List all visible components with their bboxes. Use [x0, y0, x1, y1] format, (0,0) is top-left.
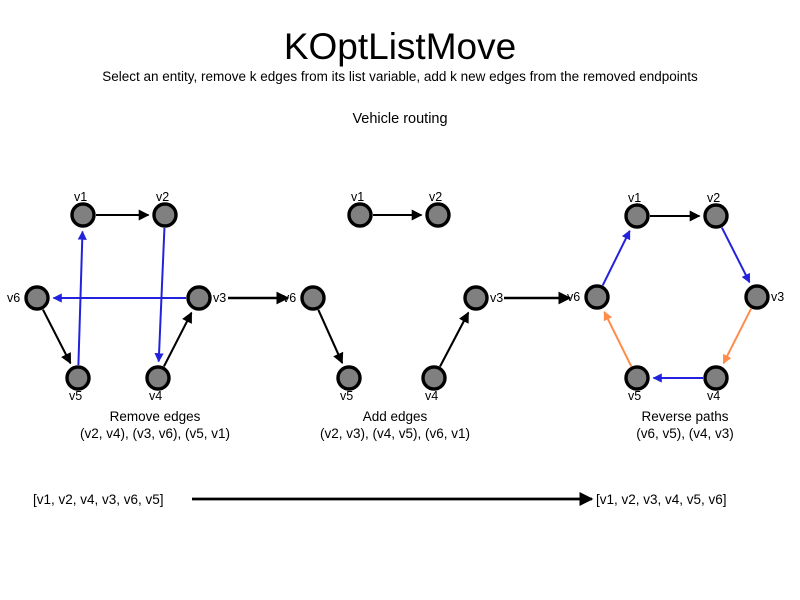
caption-panel-reverse: Reverse paths (v6, v5), (v4, v3)	[565, 408, 800, 442]
graph-node-label-v4: v4	[149, 389, 162, 403]
graph-node-label-v5: v5	[628, 389, 641, 403]
graph-node-label-v5: v5	[340, 389, 353, 403]
list-before-label: [v1, v2, v4, v3, v6, v5]	[33, 492, 164, 507]
edge-v6-v5	[41, 309, 72, 365]
graph-node-label-v2: v2	[707, 191, 720, 205]
panel-nodes-panel-add: v1 v2 v3 v4 v5 v6	[283, 190, 503, 403]
nodes-layer: v1 v2 v3 v4 v5 v6 v1 v2 v3 v4 v5 v6 v1 v2 v3 v4 v5 v6	[7, 190, 784, 403]
edge-v4-v3	[439, 311, 470, 367]
graph-node-v1[interactable]	[70, 202, 96, 228]
panel-nodes-panel-reverse: v1 v2 v3 v4 v5 v6	[567, 191, 784, 403]
graph-node-label-v3: v3	[771, 290, 784, 304]
graph-node-v3[interactable]	[186, 285, 212, 311]
graph-node-v1[interactable]	[624, 203, 650, 229]
graph-node-v2[interactable]	[425, 202, 451, 228]
section-label: Vehicle routing	[352, 111, 448, 127]
caption-detail-panel-add: (v2, v3), (v4, v5), (v6, v1)	[319, 426, 471, 441]
graph-node-label-v6: v6	[283, 291, 296, 305]
graph-node-label-v6: v6	[7, 291, 20, 305]
graph-node-v3[interactable]	[744, 284, 770, 310]
graph-node-v6[interactable]	[584, 284, 610, 310]
graph-node-v3[interactable]	[463, 285, 489, 311]
edge-v5-v6	[603, 310, 633, 367]
caption-title-panel-add: Add edges	[362, 409, 428, 424]
list-after-label: [v1, v2, v3, v4, v5, v6]	[596, 492, 727, 507]
edge-v4-v3	[162, 311, 193, 367]
caption-panel-remove: Remove edges (v2, v4), (v3, v6), (v5, v1)	[35, 408, 275, 442]
page-subtitle: Select an entity, remove k edges from it…	[102, 69, 698, 84]
graph-node-v5[interactable]	[624, 365, 650, 391]
caption-detail-panel-reverse: (v6, v5), (v4, v3)	[636, 426, 734, 441]
graph-node-label-v4: v4	[425, 389, 438, 403]
edge-v5-v1	[77, 230, 87, 366]
edge-v2-v4	[154, 227, 166, 363]
panel-edges-panel-remove	[41, 209, 193, 367]
edge-v6-v5	[317, 309, 344, 364]
graph-node-v4[interactable]	[145, 365, 171, 391]
graph-node-label-v2: v2	[429, 190, 442, 204]
graph-node-label-v5: v5	[69, 389, 82, 403]
panel-edges-panel-add	[317, 209, 470, 367]
graph-node-v5[interactable]	[336, 365, 362, 391]
panel-edges-panel-reverse	[601, 210, 753, 383]
edge-v2-v3	[720, 227, 751, 284]
caption-detail-panel-remove: (v2, v4), (v3, v6), (v5, v1)	[79, 426, 231, 441]
graph-node-label-v1: v1	[628, 191, 641, 205]
page-title: KOptListMove	[283, 26, 517, 67]
graph-node-v4[interactable]	[421, 365, 447, 391]
graph-node-v4[interactable]	[703, 365, 729, 391]
caption-title-panel-remove: Remove edges	[109, 409, 201, 424]
edge-v3-v4	[722, 308, 753, 365]
graph-node-v5[interactable]	[65, 365, 91, 391]
caption-panel-add: Add edges (v2, v3), (v4, v5), (v6, v1)	[275, 408, 515, 442]
edges-layer	[41, 209, 753, 383]
caption-title-panel-reverse: Reverse paths	[641, 409, 729, 424]
graph-node-label-v4: v4	[707, 389, 720, 403]
graph-node-label-v6: v6	[567, 290, 580, 304]
graph-node-v1[interactable]	[347, 202, 373, 228]
edge-v6-v1	[601, 229, 631, 286]
graph-node-v2[interactable]	[152, 202, 178, 228]
graph-node-label-v1: v1	[74, 190, 87, 204]
graph-node-v2[interactable]	[703, 203, 729, 229]
graph-node-label-v3: v3	[490, 291, 503, 305]
graph-node-label-v2: v2	[156, 190, 169, 204]
panel-nodes-panel-remove: v1 v2 v3 v4 v5 v6	[7, 190, 226, 403]
graph-node-v6[interactable]	[300, 285, 326, 311]
graph-node-label-v3: v3	[213, 291, 226, 305]
graph-node-label-v1: v1	[351, 190, 364, 204]
graph-node-v6[interactable]	[24, 285, 50, 311]
